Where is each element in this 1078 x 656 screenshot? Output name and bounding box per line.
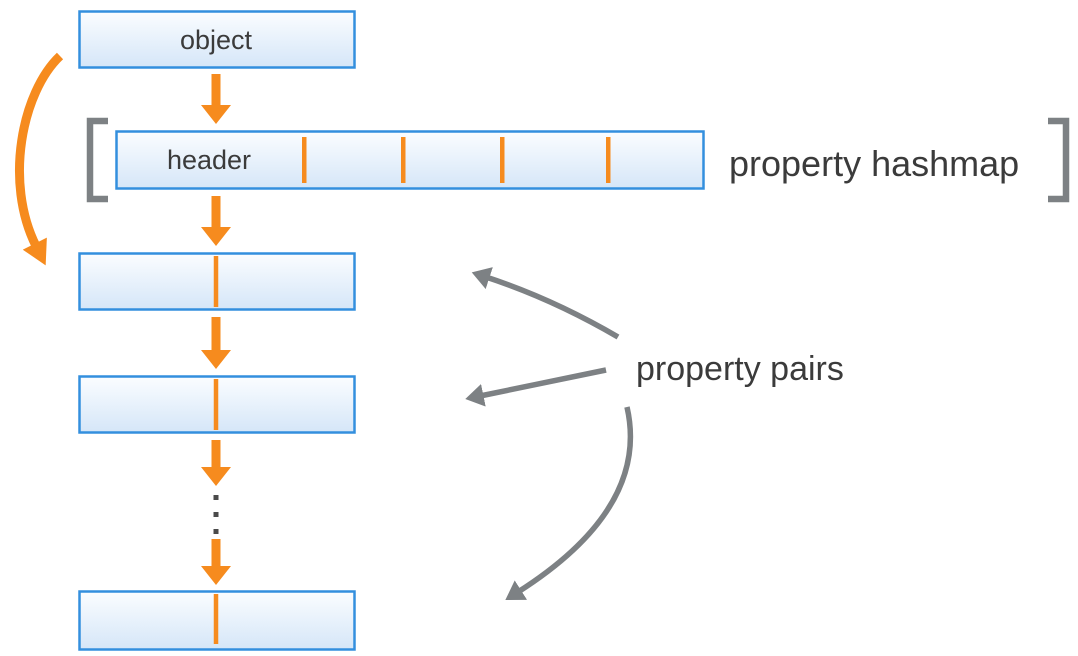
pair-divider [213,379,219,430]
property-pairs-label: property pairs [636,350,844,388]
hashmap-slot-divider [606,137,611,183]
pair-divider [213,256,219,307]
object-to-pairs-curved-arrow [15,52,64,266]
hashmap-box [115,130,705,190]
left-bracket [86,117,108,203]
ellipsis-dots [213,495,219,534]
right-bracket [1048,117,1070,203]
pairs-annotation-arrow-top [471,267,620,340]
hashmap-slot-divider [302,137,307,183]
object-node: object [78,10,356,69]
hashmap-node: header [115,130,705,190]
pair-divider [213,594,219,644]
pairs-annotation-arrow-bottom [505,406,634,601]
down-arrow-ellipsis-to-pairN [201,539,231,585]
hashmap-slot-divider [401,137,406,183]
property-pair-box [78,590,356,651]
property-pair-box [78,375,356,434]
hashmap-header-label: header [167,145,251,175]
down-arrow-pair2-to-ellipsis [201,440,231,486]
down-arrow-object-to-hashmap [201,74,231,124]
pairs-annotation-arrow-middle [465,367,607,407]
down-arrow-hashmap-to-pair1 [201,196,231,246]
hashmap-slot-divider [500,137,505,183]
down-arrow-pair1-to-pair2 [201,317,231,369]
property-hashmap-label: property hashmap [729,143,1019,184]
object-label: object [180,25,253,55]
property-pair-box [78,252,356,311]
object-box [78,10,356,69]
